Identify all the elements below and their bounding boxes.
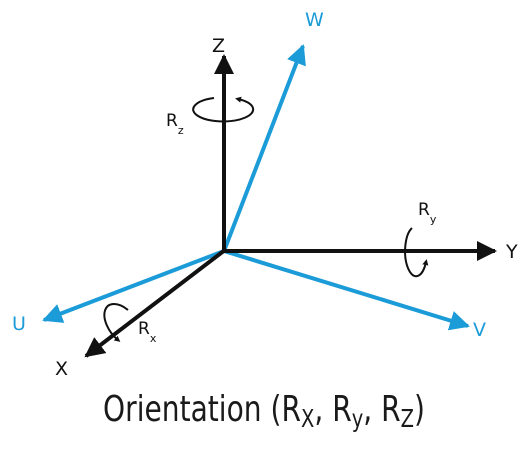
diagram-caption: Orientation (RX, Ry, RZ) <box>103 389 425 433</box>
z-axis-label: Z <box>212 35 225 57</box>
x-axis <box>84 248 227 358</box>
u-axis-label: U <box>12 313 26 335</box>
ry-label: Ry <box>418 200 437 226</box>
v-axis-label: V <box>473 319 486 341</box>
v-axis <box>223 249 470 331</box>
y-axis-label: Y <box>505 241 518 263</box>
w-axis <box>222 44 306 252</box>
x-axis-label: X <box>55 358 68 380</box>
rz-rotation-arrow <box>192 96 255 123</box>
ry-rotation-arrow <box>404 227 429 278</box>
rz-label: Rz <box>166 111 184 137</box>
w-axis-label: W <box>305 9 324 31</box>
rx-label: Rx <box>138 319 157 345</box>
u-axis <box>42 249 225 323</box>
rx-rotation-arrow <box>103 303 129 342</box>
